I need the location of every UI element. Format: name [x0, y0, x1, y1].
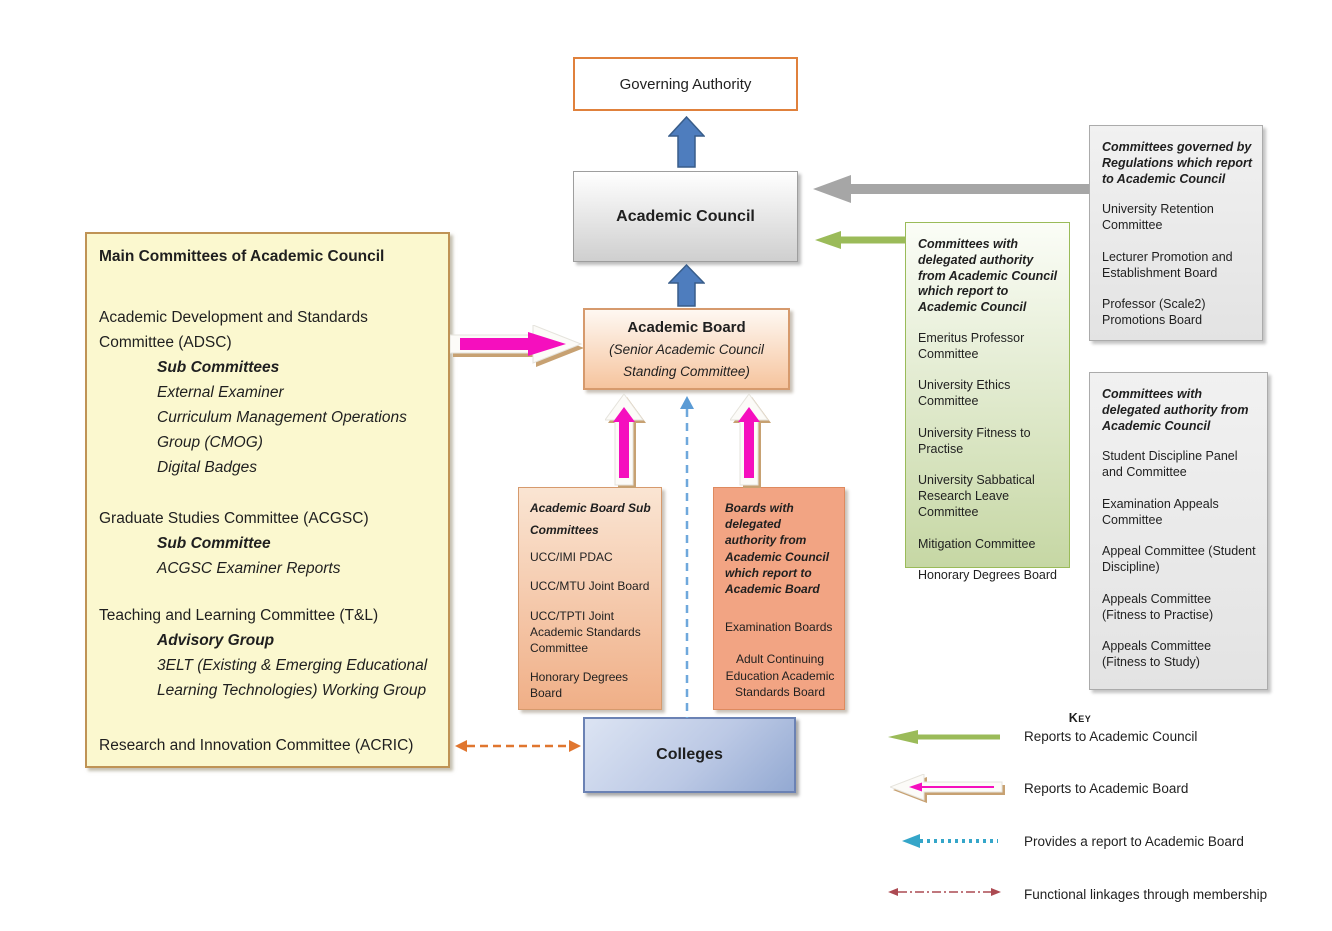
board-sub-item: UCC/MTU Joint Board	[530, 579, 650, 594]
blue-up-arrow-council-to-governing	[668, 116, 705, 168]
pink-right-arrow-main-committees-to-board	[450, 325, 584, 367]
gray-left-arrow-regulation-to-council	[813, 175, 1089, 203]
committee-item: Student Discipline Panel and Committee	[1102, 449, 1238, 479]
regulation-committees-box: Committees governed by Regulations which…	[1089, 125, 1263, 341]
main-committees-box: Main Committees of Academic Council Acad…	[85, 232, 450, 768]
key-label-reports-to-board: Reports to Academic Board	[1024, 781, 1189, 796]
committee-name: Graduate Studies Committee (ACGSC)	[99, 510, 369, 527]
governing-authority-title: Governing Authority	[619, 75, 752, 93]
committee-group-acric: Research and Innovation Committee (ACRIC…	[99, 733, 434, 758]
academic-council-title: Academic Council	[616, 207, 755, 225]
colleges-box: Colleges	[583, 717, 796, 793]
committee-item: University Ethics Committee	[918, 378, 1011, 408]
sub-committees-label: Sub Committees	[157, 359, 280, 376]
delegated-committees-header: Committees with delegated authority from…	[1102, 387, 1249, 433]
delegated-committees-box: Committees with delegated authority from…	[1089, 372, 1268, 690]
key-green-arrow-icon	[888, 730, 1000, 744]
academic-council-box: Academic Council	[573, 171, 798, 262]
advisory-group-label: Advisory Group	[157, 632, 275, 649]
committee-item: Examination Appeals Committee	[1102, 496, 1219, 527]
key-title: Key	[1068, 711, 1092, 725]
committee-item: University Sabbatical Research Leave Com…	[918, 473, 1035, 519]
committee-name: Research and Innovation Committee (ACRIC…	[99, 737, 414, 754]
board-sub-committees-box: Academic Board Sub Committees UCC/IMI PD…	[518, 487, 662, 710]
committee-item: Lecturer Promotion and Establishment Boa…	[1102, 249, 1233, 280]
committee-item: University Retention Committee	[1102, 202, 1214, 232]
council-delegated-header: Committees with delegated authority from…	[918, 237, 1058, 314]
board-sub-item: Honorary Degrees Board	[530, 670, 629, 701]
pink-up-arrow-subcommittees-to-board	[605, 393, 646, 488]
sub-committee-item: Digital Badges	[157, 459, 257, 476]
blue-up-arrow-board-to-council	[668, 264, 705, 307]
committee-item: Professor (Scale2) Promotions Board	[1102, 297, 1206, 327]
academic-board-subtitle-line1: (Senior Academic Council	[609, 342, 764, 357]
board-sub-item: UCC/IMI PDAC	[530, 550, 613, 565]
committee-group-adsc: Academic Development and Standards Commi…	[99, 305, 434, 480]
sub-committee-item: ACGSC Examiner Reports	[157, 560, 341, 577]
pink-up-arrow-delegated-boards-to-board	[730, 393, 771, 488]
main-committees-title: Main Committees of Academic Council	[99, 248, 385, 265]
committee-item: Emeritus Professor Committee	[918, 330, 1025, 361]
academic-board-subtitle-line2: Standing Committee)	[623, 364, 750, 379]
governing-authority-box: Governing Authority	[573, 57, 798, 111]
regulation-committees-header: Committees governed by Regulations which…	[1102, 140, 1253, 186]
key-label-reports-to-council: Reports to Academic Council	[1024, 729, 1198, 744]
committee-group-tl: Teaching and Learning Committee (T&L) Ad…	[99, 603, 434, 703]
orange-dashed-double-arrow-membership-link	[455, 740, 581, 752]
board-sub-item: UCC/TPTI Joint Academic Standards Commit…	[530, 608, 641, 655]
key-red-dashdot-arrow-icon	[888, 888, 1001, 896]
committee-group-acgsc: Graduate Studies Committee (ACGSC) Sub C…	[99, 506, 434, 581]
sub-committee-item: External Examiner	[157, 384, 284, 401]
key-label-provides-report: Provides a report to Academic Board	[1024, 834, 1244, 849]
delegated-boards-header: Boards with delegated authority from Aca…	[725, 501, 830, 596]
committee-name: Teaching and Learning Committee (T&L)	[99, 607, 379, 624]
committee-item: Appeals Committee (Fitness to Practise)	[1102, 591, 1214, 622]
committee-name: Academic Development and Standards Commi…	[99, 309, 368, 351]
sub-committee-label: Sub Committee	[157, 535, 271, 552]
council-delegated-committees-box: Committees with delegated authority from…	[905, 222, 1070, 582]
delegated-boards-box: Boards with delegated authority from Aca…	[713, 487, 845, 710]
key-label-functional-linkages: Functional linkages through membership	[1024, 887, 1268, 902]
sub-committee-item: 3ELT (Existing & Emerging Educational Le…	[157, 657, 428, 699]
academic-board-box: Academic Board (Senior Academic Council …	[583, 308, 790, 390]
committee-item: Appeal Committee (Student Discipline)	[1102, 544, 1256, 574]
academic-board-title: Academic Board	[627, 319, 746, 336]
key-white-pink-arrow-icon	[890, 774, 1005, 803]
delegated-board-item: Examination Boards	[725, 620, 833, 635]
green-left-arrow-delegated-to-council	[815, 231, 906, 249]
committee-item: University Fitness to Practise	[918, 425, 1031, 456]
key-blue-dotted-arrow-icon	[902, 834, 998, 848]
blue-dashed-arrow-colleges-to-board	[680, 396, 694, 718]
board-sub-committees-header: Academic Board Sub Committees	[530, 501, 651, 537]
sub-committee-item: Curriculum Management Operations Group (…	[157, 409, 407, 451]
committee-item: Mitigation Committee	[918, 536, 1036, 551]
delegated-board-item: Adult Continuing Education Academic Stan…	[725, 652, 835, 699]
colleges-title: Colleges	[656, 746, 723, 763]
committee-item: Honorary Degrees Board	[918, 568, 1057, 583]
committee-item: Appeals Committee (Fitness to Study)	[1102, 639, 1212, 669]
